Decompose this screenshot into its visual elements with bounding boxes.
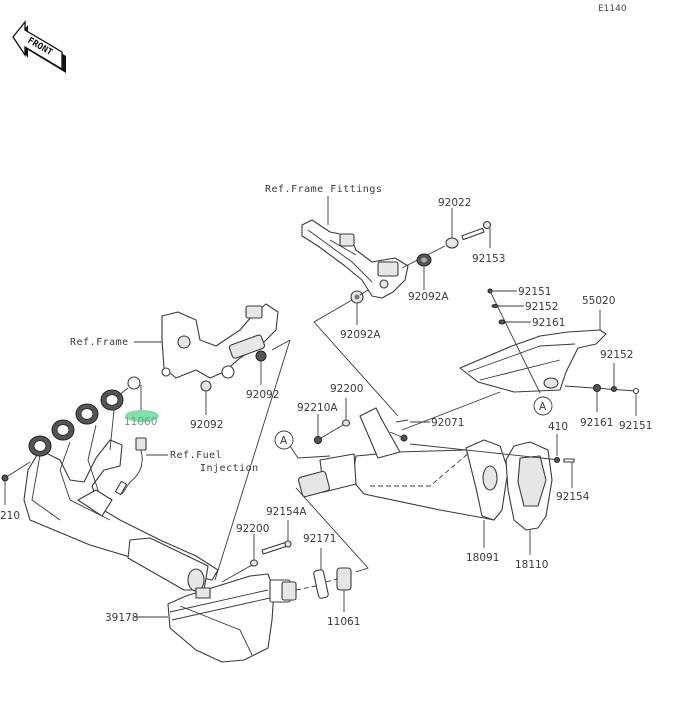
- silencer-18091: [298, 407, 509, 521]
- part-label-92200-top[interactable]: 92200: [330, 383, 363, 395]
- nut-210: [1, 474, 9, 482]
- grommet-92092-right: [255, 350, 267, 362]
- end-cap-18110: [505, 441, 553, 531]
- part-label-92154[interactable]: 92154: [556, 491, 590, 503]
- header-flange-3: [75, 403, 99, 425]
- bolt-92154A: [261, 540, 292, 555]
- part-label-92152-right[interactable]: 92152: [600, 349, 633, 361]
- part-label-92151-right[interactable]: 92151: [619, 420, 652, 432]
- gasket-11060: [127, 376, 141, 390]
- grommet-92092A-top: [416, 253, 432, 267]
- washer-92022: [445, 237, 459, 249]
- part-label-39178[interactable]: 39178: [105, 612, 138, 624]
- grommet-92092-left: [200, 380, 212, 392]
- part-label-92022[interactable]: 92022: [438, 197, 471, 209]
- part-label-92151-top[interactable]: 92151: [518, 286, 551, 298]
- part-label-92092A-top[interactable]: 92092A: [408, 291, 449, 303]
- part-label-210[interactable]: 210: [0, 510, 20, 522]
- washer-92200-top: [341, 419, 351, 427]
- callout-a-left-letter: A: [280, 435, 288, 447]
- part-label-92154A[interactable]: 92154A: [266, 506, 307, 518]
- header-flange-2: [51, 419, 75, 441]
- part-label-92092-left[interactable]: 92092: [190, 419, 223, 431]
- exhaust-header-pipes: [23, 409, 219, 581]
- part-label-92210A[interactable]: 92210A: [297, 402, 338, 414]
- part-label-92152-top[interactable]: 92152: [525, 301, 558, 313]
- ref-frame-fittings-label: Ref.Frame Fittings: [265, 184, 382, 195]
- header-flange-1: [28, 435, 52, 457]
- frame-reference: [161, 303, 279, 379]
- part-label-11061[interactable]: 11061: [327, 616, 360, 628]
- part-label-92092A-mid[interactable]: 92092A: [340, 329, 381, 341]
- front-arrow-icon: FRONT: [12, 20, 66, 73]
- part-label-92161-right[interactable]: 92161: [580, 417, 613, 429]
- ref-fuel-injection-line2: Injection: [200, 463, 259, 474]
- part-label-92092-right[interactable]: 92092: [246, 389, 279, 401]
- ref-frame-label: Ref.Frame: [70, 337, 129, 348]
- part-label-410[interactable]: 410: [548, 421, 568, 433]
- diagram-code: E1140: [598, 4, 627, 14]
- callout-a-right: [533, 396, 553, 416]
- bolt-92153: [461, 220, 492, 241]
- part-label-11060[interactable]: 11060: [124, 416, 157, 428]
- part-label-55020[interactable]: 55020: [582, 295, 615, 307]
- callout-a-left: [274, 430, 294, 450]
- part-label-18091[interactable]: 18091: [466, 552, 499, 564]
- clamp-92171: [313, 569, 329, 599]
- ref-fuel-injection-line1: Ref.Fuel: [170, 450, 222, 461]
- part-label-92171[interactable]: 92171: [303, 533, 336, 545]
- part-label-92200-low[interactable]: 92200: [236, 523, 269, 535]
- frame-fittings-bracket: [301, 219, 409, 299]
- spring-92071: [395, 419, 409, 423]
- part-label-92161-top[interactable]: 92161: [532, 317, 565, 329]
- pre-chamber-39178: [167, 573, 297, 663]
- header-flange-4: [100, 389, 124, 411]
- grommet-92092A-mid: [350, 290, 364, 304]
- callout-a-right-letter: A: [539, 401, 547, 413]
- oxygen-sensor: [114, 437, 147, 496]
- part-label-18110[interactable]: 18110: [515, 559, 548, 571]
- gasket-11061: [336, 567, 352, 591]
- part-label-92071[interactable]: 92071: [431, 417, 464, 429]
- heat-cover-55020: [459, 329, 607, 393]
- highlight-marker: [125, 410, 159, 422]
- nut-92210A: [314, 436, 322, 444]
- part-label-92153[interactable]: 92153: [472, 253, 505, 265]
